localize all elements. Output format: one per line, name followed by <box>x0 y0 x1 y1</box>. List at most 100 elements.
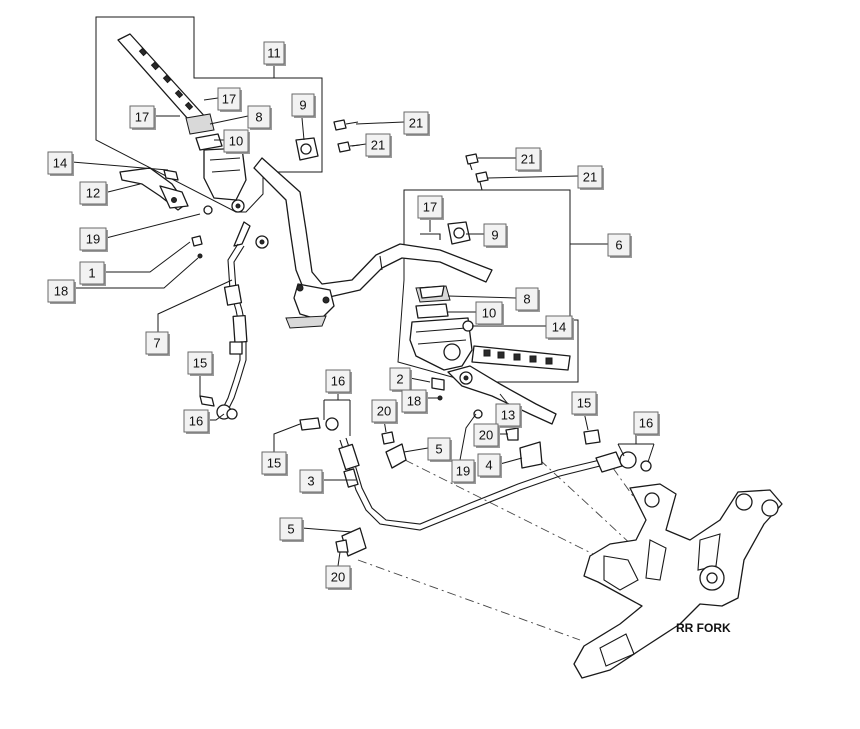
rear-brake-lever <box>119 167 189 211</box>
svg-text:14: 14 <box>552 320 566 335</box>
svg-text:9: 9 <box>299 98 306 113</box>
callout-15-left[interactable]: 15 <box>187 351 214 376</box>
banjo-bolt-15-right <box>583 429 601 445</box>
callout-14-left[interactable]: 14 <box>47 151 74 176</box>
brake-hose-7 <box>221 221 269 411</box>
callout-21-a[interactable]: 21 <box>403 111 430 136</box>
callout-21-d[interactable]: 21 <box>577 165 604 190</box>
callout-15-right[interactable]: 15 <box>571 391 598 416</box>
callout-16-middle[interactable]: 16 <box>325 369 352 394</box>
pivot-pin-left <box>163 169 179 181</box>
rear-fork <box>573 483 783 679</box>
callout-2[interactable]: 2 <box>389 367 412 392</box>
svg-text:21: 21 <box>521 152 535 167</box>
svg-text:20: 20 <box>377 404 391 419</box>
reservoir-assembly <box>117 33 247 213</box>
callout-16-right[interactable]: 16 <box>633 411 660 436</box>
callout-16-left[interactable]: 16 <box>183 409 210 434</box>
callout-17-top[interactable]: 17 <box>217 87 242 112</box>
callout-10-left[interactable]: 10 <box>223 129 250 154</box>
pivot-nut-left <box>203 205 213 215</box>
svg-text:2: 2 <box>396 372 403 387</box>
callout-18-left[interactable]: 18 <box>47 279 76 304</box>
handlebar <box>253 157 493 329</box>
callout-4[interactable]: 4 <box>477 453 502 478</box>
svg-text:9: 9 <box>491 228 498 243</box>
callout-11[interactable]: 11 <box>263 41 286 66</box>
front-brake-lever <box>447 365 557 425</box>
svg-text:17: 17 <box>222 92 236 107</box>
callout-18-right[interactable]: 18 <box>401 389 428 414</box>
svg-text:21: 21 <box>409 116 423 131</box>
callout-19-right[interactable]: 19 <box>451 459 476 484</box>
callout-14-right[interactable]: 14 <box>545 315 574 340</box>
callout-1[interactable]: 1 <box>79 261 106 286</box>
svg-text:5: 5 <box>287 522 294 537</box>
reservoir-diaphragm <box>195 133 223 151</box>
callout-5-lower[interactable]: 5 <box>279 517 304 542</box>
bolts-21 <box>333 119 489 191</box>
callout-13[interactable]: 13 <box>495 403 522 428</box>
svg-text:18: 18 <box>407 394 421 409</box>
callout-10-right[interactable]: 10 <box>475 301 504 326</box>
callout-5-upper[interactable]: 5 <box>427 437 452 462</box>
svg-text:3: 3 <box>307 474 314 489</box>
svg-text:21: 21 <box>583 170 597 185</box>
svg-text:10: 10 <box>229 134 243 149</box>
clamp-4 <box>519 441 543 469</box>
svg-text:16: 16 <box>331 374 345 389</box>
callout-17-left[interactable]: 17 <box>129 105 156 130</box>
callout-17-right[interactable]: 17 <box>417 195 444 220</box>
reservoir-body <box>203 147 247 201</box>
svg-text:15: 15 <box>267 456 281 471</box>
svg-text:11: 11 <box>267 46 281 61</box>
svg-text:19: 19 <box>86 232 100 247</box>
svg-text:19: 19 <box>456 464 470 479</box>
callout-20-right[interactable]: 20 <box>473 423 500 448</box>
pivot-bolt-2 <box>431 377 445 391</box>
bolt-20-a <box>381 431 395 445</box>
svg-text:17: 17 <box>423 200 437 215</box>
svg-text:20: 20 <box>479 428 493 443</box>
banjo-bolt-15-left <box>299 417 321 431</box>
callout-6[interactable]: 6 <box>607 233 632 258</box>
svg-text:21: 21 <box>371 138 385 153</box>
svg-text:20: 20 <box>331 570 345 585</box>
svg-text:7: 7 <box>153 336 160 351</box>
svg-text:8: 8 <box>523 292 530 307</box>
svg-text:8: 8 <box>255 110 262 125</box>
svg-text:17: 17 <box>135 110 149 125</box>
reservoir-cap <box>185 113 215 135</box>
callout-19-left[interactable]: 19 <box>79 227 108 252</box>
reservoir-dots <box>138 47 194 111</box>
callout-20-lower[interactable]: 20 <box>325 565 352 590</box>
callout-7[interactable]: 7 <box>145 331 170 356</box>
callout-12[interactable]: 12 <box>79 181 108 206</box>
svg-text:12: 12 <box>86 186 100 201</box>
svg-text:15: 15 <box>193 356 207 371</box>
clamp-5-upper <box>385 443 407 469</box>
pivot-nut-right <box>473 409 483 419</box>
callout-9-right[interactable]: 9 <box>483 223 508 248</box>
callout-20-middle[interactable]: 20 <box>371 399 398 424</box>
callout-8-left[interactable]: 8 <box>247 105 272 130</box>
pin-17-right <box>420 233 441 240</box>
callout-3[interactable]: 3 <box>299 469 324 494</box>
svg-text:18: 18 <box>54 284 68 299</box>
assembly-frame-6 <box>397 189 579 383</box>
fork-label: RR FORK <box>676 621 731 635</box>
callout-8-right[interactable]: 8 <box>515 287 540 312</box>
svg-text:16: 16 <box>189 414 203 429</box>
svg-text:1: 1 <box>88 266 95 281</box>
callout-15-middle[interactable]: 15 <box>261 451 288 476</box>
svg-text:13: 13 <box>501 408 515 423</box>
callout-21-c[interactable]: 21 <box>515 147 542 172</box>
bolt-20-b <box>505 427 519 441</box>
callout-9-left[interactable]: 9 <box>291 93 316 118</box>
callout-21-b[interactable]: 21 <box>365 133 392 158</box>
svg-text:6: 6 <box>615 238 622 253</box>
callouts: 11 17 17 8 9 10 <box>47 41 660 590</box>
diaphragm-right <box>415 303 449 319</box>
bolt-20-c <box>335 539 349 553</box>
